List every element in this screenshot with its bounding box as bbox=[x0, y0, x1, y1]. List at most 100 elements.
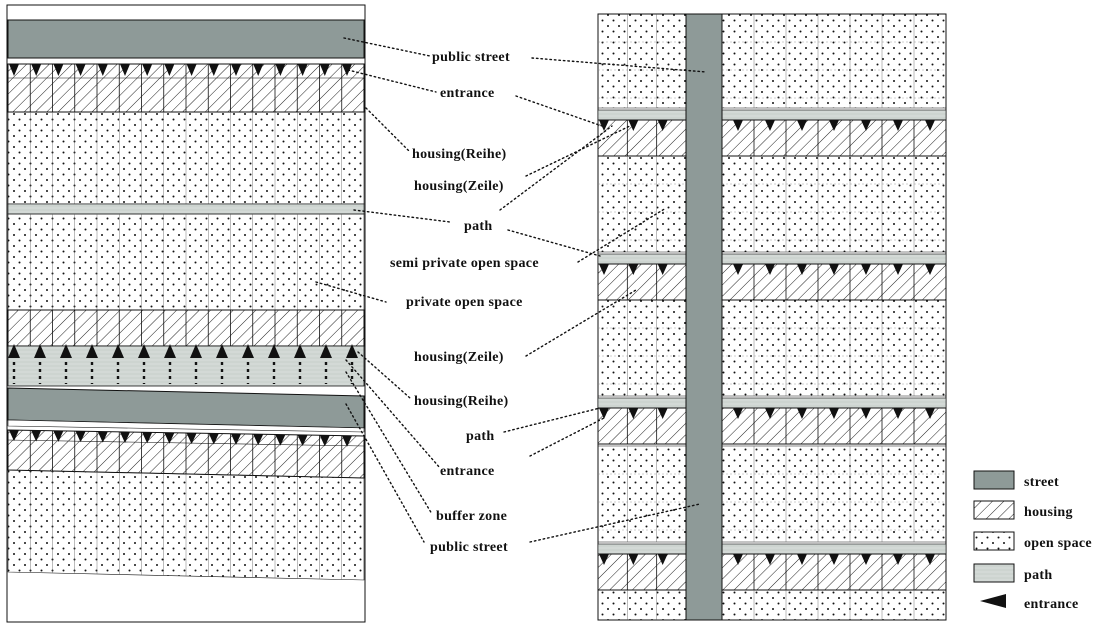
right-path bbox=[721, 253, 947, 265]
left-private-open-space bbox=[7, 213, 365, 311]
legend-label-street: street bbox=[1024, 475, 1059, 490]
legend-label-entrance: entrance bbox=[1024, 597, 1079, 612]
open-space-dots-swatch-icon bbox=[973, 531, 1015, 551]
entrance-triangle-icon bbox=[120, 431, 130, 443]
left-housing-reihe-lower bbox=[7, 429, 365, 479]
entrance-triangle-icon bbox=[75, 64, 86, 76]
entrance-triangle-icon bbox=[797, 408, 807, 419]
entrance-triangle-icon bbox=[765, 554, 775, 565]
entrance-triangle-icon bbox=[190, 344, 202, 358]
entrance-triangle-icon bbox=[31, 430, 42, 442]
entrance-triangle-icon bbox=[253, 434, 264, 446]
entrance-triangle-icon bbox=[893, 554, 903, 565]
entrance-triangle-icon bbox=[86, 344, 98, 358]
right-site-plan bbox=[597, 13, 947, 621]
entrance-triangle-icon bbox=[861, 264, 871, 275]
entrance-triangle-icon bbox=[657, 264, 668, 275]
right-open-space bbox=[721, 13, 947, 109]
right-open-space bbox=[597, 13, 687, 109]
label-private-open-space: private open space bbox=[406, 295, 523, 310]
right-public-street-vertical bbox=[685, 13, 723, 621]
entrance-triangle-icon bbox=[765, 264, 775, 275]
entrance-triangle-icon bbox=[829, 264, 839, 275]
label-path-lower: path bbox=[466, 429, 494, 444]
label-public-street-top: public street bbox=[432, 50, 510, 65]
right-open-space bbox=[597, 589, 687, 621]
entrance-triangle-icon bbox=[733, 408, 743, 419]
leader-lines bbox=[315, 37, 707, 543]
entrance-triangle-icon bbox=[599, 408, 609, 419]
right-open-space bbox=[721, 445, 947, 543]
label-path-upper: path bbox=[464, 219, 492, 234]
entrance-triangle-icon bbox=[893, 408, 903, 419]
entrance-triangle-icon bbox=[164, 432, 175, 444]
left-path-entrance-lower bbox=[7, 344, 365, 387]
entrance-triangle-icon bbox=[599, 554, 609, 565]
right-open-space bbox=[597, 155, 687, 253]
legend-label-path: path bbox=[1024, 568, 1052, 583]
entrance-triangle-icon bbox=[275, 434, 286, 446]
right-path bbox=[721, 109, 947, 121]
entrance-triangle-icon bbox=[765, 408, 775, 419]
entrance-triangle-icon bbox=[657, 554, 668, 565]
entrance-triangle-icon bbox=[342, 64, 352, 76]
entrance-triangle-icon bbox=[164, 64, 175, 76]
entrance-triangle-icon bbox=[861, 554, 871, 565]
entrance-triangle-icon bbox=[319, 435, 330, 447]
left-public-street-top bbox=[7, 19, 365, 59]
street-swatch-icon bbox=[973, 470, 1015, 490]
legend-label-open-space: open space bbox=[1024, 536, 1092, 551]
left-path-upper bbox=[7, 203, 365, 215]
entrance-triangle-icon bbox=[297, 435, 308, 447]
right-open-space bbox=[721, 155, 947, 253]
right-path bbox=[597, 543, 687, 555]
entrance-triangle-icon bbox=[925, 554, 935, 565]
entrance-triangle-icon bbox=[342, 435, 352, 447]
legend-label-housing: housing bbox=[1024, 505, 1073, 520]
right-housing-zeile bbox=[597, 119, 687, 157]
entrance-triangle-icon bbox=[765, 120, 775, 131]
entrance-triangle-icon bbox=[53, 64, 64, 76]
entrance-triangle-icon bbox=[231, 433, 241, 445]
right-housing-zeile bbox=[597, 407, 687, 445]
left-private-open-space-upper bbox=[7, 111, 365, 205]
entrance-triangle-icon bbox=[9, 64, 19, 76]
entrance-triangle-icon bbox=[53, 430, 64, 442]
entrance-triangle-icon bbox=[319, 64, 330, 76]
entrance-triangle-icon bbox=[893, 264, 903, 275]
entrance-triangle-icon bbox=[733, 554, 743, 565]
path-swatch-icon bbox=[973, 563, 1015, 583]
right-open-space bbox=[597, 299, 687, 397]
entrance-triangle-icon bbox=[294, 344, 306, 358]
entrance-triangle-icon bbox=[216, 344, 228, 358]
entrance-triangle-icon bbox=[980, 594, 1006, 608]
entrance-triangle-icon bbox=[60, 344, 72, 358]
right-open-space bbox=[597, 445, 687, 543]
entrance-triangle-icon bbox=[893, 120, 903, 131]
entrance-triangle-icon bbox=[268, 344, 280, 358]
left-housing-reihe-bottom bbox=[7, 309, 365, 347]
entrance-triangle-icon bbox=[186, 64, 197, 76]
entrance-triangle-icon bbox=[75, 431, 86, 443]
entrance-triangle-icon bbox=[925, 120, 935, 131]
entrance-triangle-icon bbox=[208, 433, 219, 445]
entrance-triangle-icon bbox=[925, 408, 935, 419]
entrance-triangle-icon bbox=[253, 64, 264, 76]
entrance-triangle-icon bbox=[275, 64, 286, 76]
entrance-triangle-icon bbox=[31, 64, 42, 76]
left-housing-reihe-top bbox=[7, 63, 365, 113]
label-entrance-bottom: entrance bbox=[440, 464, 495, 479]
label-public-street-bottom: public street bbox=[430, 540, 508, 555]
entrance-triangle-icon bbox=[829, 408, 839, 419]
label-buffer-zone: buffer zone bbox=[436, 509, 507, 524]
housing-hatch-swatch-icon bbox=[973, 500, 1015, 520]
entrance-triangle-icon bbox=[733, 120, 743, 131]
entrance-triangle-icon bbox=[628, 408, 639, 419]
entrance-triangle-icon bbox=[628, 264, 639, 275]
right-housing-zeile bbox=[597, 263, 687, 301]
entrance-triangle-icon bbox=[231, 64, 241, 76]
entrance-triangle-icon bbox=[97, 64, 108, 76]
entrance-triangle-icon bbox=[120, 64, 130, 76]
entrance-triangle-icon bbox=[142, 64, 153, 76]
